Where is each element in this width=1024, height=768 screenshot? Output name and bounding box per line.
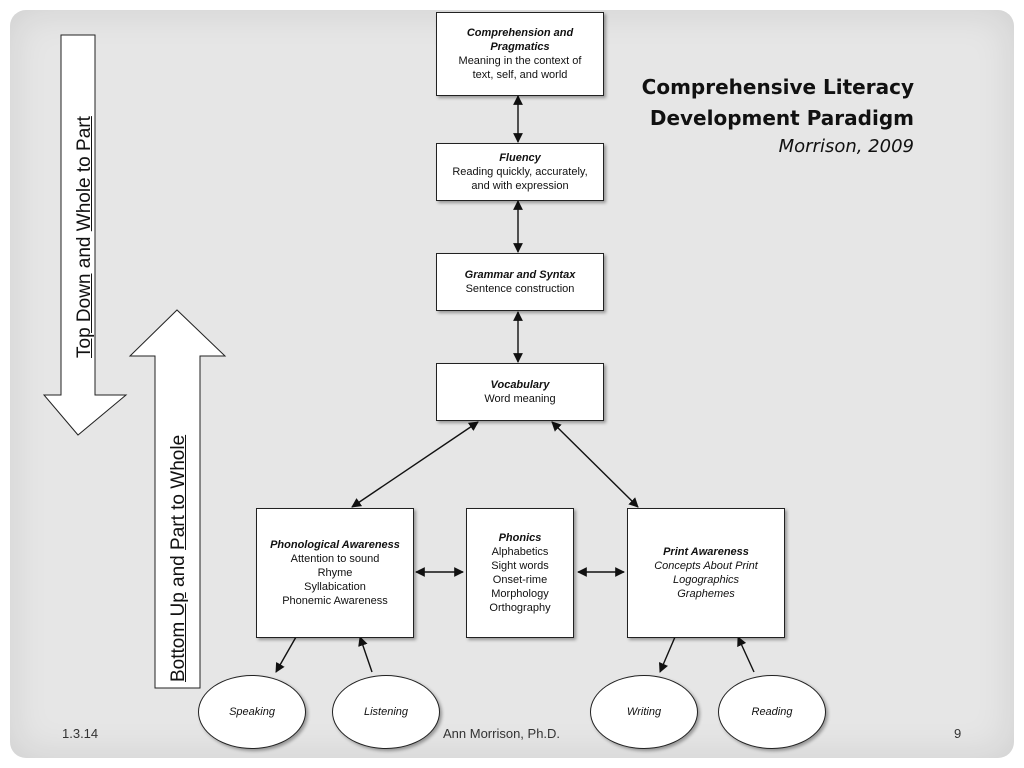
box-phonological-line: Syllabication — [304, 581, 366, 593]
ellipse-speaking: Speaking — [198, 675, 306, 749]
bottom-up-arrow-icon — [128, 309, 227, 689]
box-phonics-line: Alphabetics — [491, 546, 549, 558]
box-fluency-line: Reading quickly, accurately, — [452, 166, 588, 178]
title-author: Morrison, 2009 — [778, 136, 914, 157]
box-fluency-line: and with expression — [471, 180, 569, 192]
ellipse-listening: Listening — [332, 675, 440, 749]
bottom-up-label: Bottom Up and Part to Whole — [168, 434, 189, 682]
connector-to-speaking — [275, 636, 297, 673]
top-down-arrow-icon — [42, 34, 128, 436]
box-phonological-title: Phonological Awareness — [270, 539, 400, 551]
box-print-title: Print Awareness — [663, 546, 749, 558]
box-vocabulary: Vocabulary Word meaning — [436, 363, 604, 421]
box-phonics-line: Onset-rime — [492, 574, 548, 586]
connector-vocabulary-phonological — [351, 421, 479, 508]
box-grammar-line: Sentence construction — [465, 283, 575, 295]
connector-from-reading — [737, 636, 755, 673]
ellipse-reading: Reading — [718, 675, 826, 749]
ellipse-writing: Writing — [590, 675, 698, 749]
box-print: Print Awareness Concepts About Print Log… — [627, 508, 785, 638]
connector-to-writing — [658, 636, 676, 673]
box-fluency: Fluency Reading quickly, accurately, and… — [436, 143, 604, 201]
title-line-1: Comprehensive Literacy — [641, 75, 914, 99]
box-comprehension-title: Comprehension and Pragmatics — [466, 27, 574, 53]
top-down-label: Top Down and Whole to Part — [74, 116, 95, 358]
box-grammar: Grammar and Syntax Sentence construction — [436, 253, 604, 311]
box-comprehension-line: Meaning in the context of — [458, 55, 582, 67]
box-phonics-title: Phonics — [498, 532, 542, 544]
box-phonological-line: Rhyme — [317, 567, 353, 579]
box-phonics-line: Orthography — [489, 602, 551, 614]
box-phonics-line: Sight words — [491, 560, 549, 572]
slide-title: Comprehensive Literacy Development Parad… — [642, 72, 914, 160]
box-phonological-line: Attention to sound — [290, 553, 380, 565]
footer-page: 9 — [954, 726, 962, 741]
connector-from-listening — [358, 636, 373, 673]
footer-author: Ann Morrison, Ph.D. — [443, 726, 561, 741]
slide: Top Down and Whole to Part Bottom Up and… — [10, 10, 1014, 758]
box-print-line: Graphemes — [677, 588, 735, 600]
box-print-line: Concepts About Print — [654, 560, 758, 572]
diagram-connectors — [42, 34, 755, 689]
box-vocabulary-title: Vocabulary — [490, 379, 550, 391]
footer-date: 1.3.14 — [62, 726, 99, 741]
box-phonological-line: Phonemic Awareness — [282, 595, 388, 607]
title-line-2: Development Paradigm — [649, 106, 914, 130]
box-phonological: Phonological Awareness Attention to soun… — [256, 508, 414, 638]
connector-vocabulary-print — [551, 421, 639, 508]
box-comprehension: Comprehension and Pragmatics Meaning in … — [436, 12, 604, 96]
box-grammar-title: Grammar and Syntax — [464, 269, 576, 281]
box-comprehension-line: text, self, and world — [472, 69, 568, 81]
box-vocabulary-line: Word meaning — [484, 393, 556, 405]
box-phonics: Phonics Alphabetics Sight words Onset-ri… — [466, 508, 574, 638]
box-fluency-title: Fluency — [499, 152, 541, 164]
box-phonics-line: Morphology — [491, 588, 549, 600]
box-print-line: Logographics — [672, 574, 740, 586]
